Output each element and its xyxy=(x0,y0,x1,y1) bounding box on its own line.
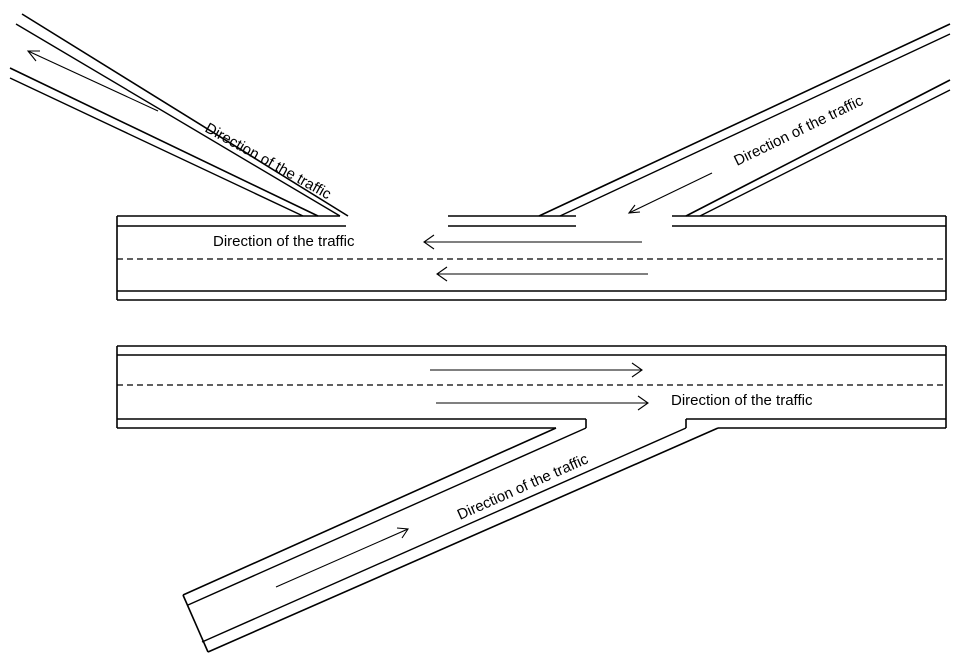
arrow-icon xyxy=(275,527,409,588)
lower-main-road: Direction of the traffic xyxy=(116,345,947,429)
arrow-icon xyxy=(423,234,642,250)
ramp-direction-label: Direction of the traffic xyxy=(202,120,334,204)
ramp-edge xyxy=(9,67,319,217)
ramp-direction-label: Direction of the traffic xyxy=(455,450,592,523)
upper-left-ramp: Direction of the traffic xyxy=(9,13,349,217)
upper-right-ramp: Direction of the traffic xyxy=(538,23,951,217)
ramp-edge xyxy=(538,23,951,217)
ramp-lane-line xyxy=(9,77,304,217)
ramp-edge xyxy=(685,79,951,217)
ramp-lane-line xyxy=(201,427,687,643)
ramp-edge xyxy=(207,427,719,653)
ramp-edge xyxy=(21,13,349,217)
arrow-icon xyxy=(436,395,649,411)
lower-ramp: Direction of the traffic xyxy=(182,427,719,653)
arrow-icon xyxy=(430,362,643,378)
ramp-lane-line xyxy=(699,89,951,217)
ramp-lane-line xyxy=(559,33,951,217)
ramp-end xyxy=(182,594,209,653)
arrow-icon xyxy=(436,266,648,282)
road-direction-label: Direction of the traffic xyxy=(213,233,355,250)
ramp-lane-line xyxy=(15,23,341,217)
ramp-lane-line xyxy=(187,427,587,606)
arrow-icon xyxy=(26,50,159,112)
road-direction-label: Direction of the traffic xyxy=(671,392,813,409)
upper-main-road: Direction of the traffic xyxy=(116,215,947,301)
ramp-edge xyxy=(182,427,557,596)
arrow-icon xyxy=(627,172,713,214)
